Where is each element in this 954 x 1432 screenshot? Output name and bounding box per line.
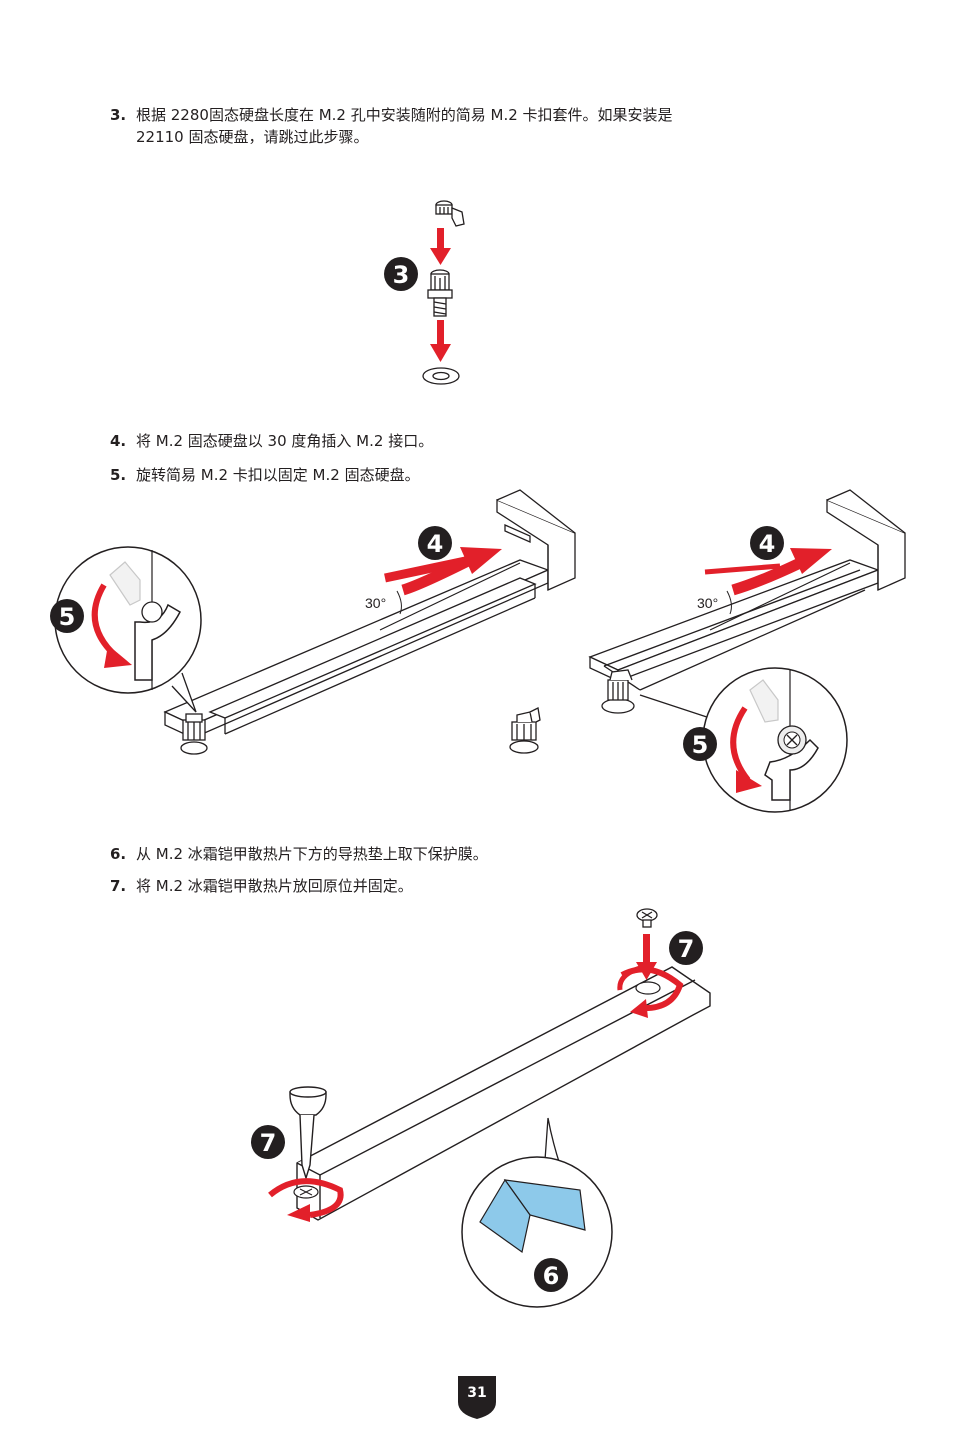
step-badge-3: 3	[384, 257, 418, 291]
badge-label: 6	[543, 1262, 560, 1290]
badge-label: 5	[692, 731, 709, 759]
figure-standoff-assembly: 3	[384, 200, 465, 385]
standoff-icon	[180, 713, 208, 755]
angle-label: 30°	[697, 595, 718, 611]
step-4: 4. 将 M.2 固态硬盘以 30 度角插入 M.2 接口。	[110, 430, 433, 452]
badge-label: 5	[59, 603, 76, 631]
badge-label: 7	[678, 935, 695, 963]
badge-label: 4	[427, 530, 444, 558]
step-badge-4: 4	[750, 526, 784, 560]
step-text: 将 M.2 固态硬盘以 30 度角插入 M.2 接口。	[136, 432, 434, 450]
step-badge-5: 5	[50, 599, 84, 633]
step-3: 3. 根据 2280固态硬盘长度在 M.2 孔中安装随附的简易 M.2 卡扣套件。…	[110, 104, 673, 148]
page-number: 31	[456, 1374, 498, 1420]
angle-label: 30°	[365, 595, 386, 611]
figure-heatsink-install: 7 7 6	[251, 908, 711, 1308]
step-5: 5. 旋转简易 M.2 卡扣以固定 M.2 固态硬盘。	[110, 464, 420, 486]
clip-icon	[435, 200, 465, 227]
zoom-bubble	[639, 667, 848, 813]
step-badge-6: 6	[534, 1258, 568, 1292]
step-text-continued: 22110 固态硬盘，请跳过此步骤。	[136, 128, 369, 146]
down-arrow-icon	[430, 320, 451, 362]
step-number: 4.	[110, 432, 127, 450]
step-number: 3.	[110, 106, 127, 124]
badge-label: 3	[393, 261, 410, 289]
step-text: 根据 2280固态硬盘长度在 M.2 孔中安装随附的简易 M.2 卡扣套件。如果…	[136, 106, 673, 124]
figure-insert-right: 30° 4 5	[588, 489, 906, 813]
page-number-label: 31	[467, 1385, 487, 1401]
step-badge-4: 4	[418, 526, 452, 560]
shield-icon	[458, 1376, 496, 1419]
zoom-bubble	[54, 546, 202, 713]
badge-label: 4	[759, 530, 776, 558]
step-7: 7. 将 M.2 冰霜铠甲散热片放回原位并固定。	[110, 875, 413, 897]
step-badge-7: 7	[669, 931, 703, 965]
standoff-icon	[427, 269, 453, 317]
badge-label: 7	[260, 1129, 277, 1157]
step-text: 将 M.2 冰霜铠甲散热片放回原位并固定。	[136, 877, 413, 895]
step-badge-5: 5	[683, 727, 717, 761]
washer-icon	[422, 367, 460, 385]
step-badge-7: 7	[251, 1125, 285, 1159]
screw-icon	[636, 908, 658, 928]
clip-icon	[509, 707, 541, 754]
step-6: 6. 从 M.2 冰霜铠甲散热片下方的导热垫上取下保护膜。	[110, 843, 488, 865]
down-arrow-icon	[430, 228, 451, 265]
figure-insert-left: 30° 4 5	[50, 489, 576, 755]
step-number: 6.	[110, 845, 127, 863]
step-number: 7.	[110, 877, 127, 895]
step-number: 5.	[110, 466, 127, 484]
standoff-icon	[601, 669, 635, 714]
screwdriver-icon	[289, 1086, 327, 1181]
down-arrow-icon	[643, 934, 650, 964]
zoom-bubble-thermal-pad	[461, 1117, 613, 1308]
step-text: 旋转简易 M.2 卡扣以固定 M.2 固态硬盘。	[136, 466, 420, 484]
step-text: 从 M.2 冰霜铠甲散热片下方的导热垫上取下保护膜。	[136, 845, 488, 863]
